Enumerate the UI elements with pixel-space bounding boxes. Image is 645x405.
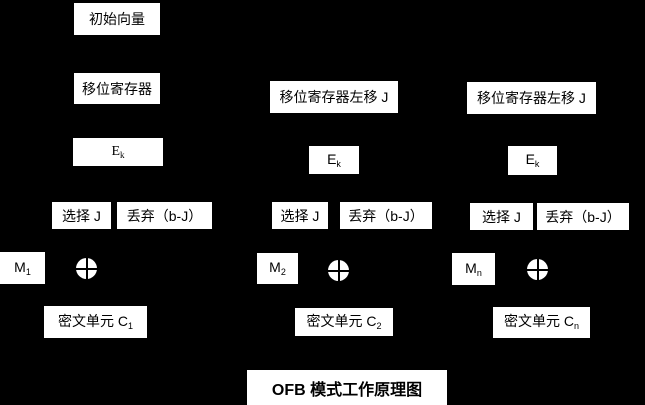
- message-label-1: M1: [14, 258, 31, 277]
- encrypt-box-n: Ek: [508, 146, 557, 175]
- select-j-label-2: 选择 J: [280, 207, 320, 224]
- discard-box-n: 丢弃（b-J）: [537, 203, 629, 230]
- cipher-unit-box-n: 密文单元 Cn: [493, 307, 590, 338]
- xor-icon-1: [76, 258, 97, 279]
- select-j-label-n: 选择 J: [482, 208, 521, 225]
- discard-label-n: 丢弃（b-J）: [545, 208, 621, 225]
- initial-vector-box: 初始向量: [74, 3, 160, 35]
- select-j-box-n: 选择 J: [470, 203, 533, 230]
- select-j-box-1: 选择 J: [52, 202, 111, 229]
- diagram-title-box: OFB 模式工作原理图: [247, 370, 447, 405]
- message-label-2: M2: [269, 259, 286, 277]
- shift-register-box-1: 移位寄存器: [74, 73, 160, 104]
- message-box-1: M1: [0, 252, 45, 284]
- cipher-unit-box-1: 密文单元 C1: [44, 306, 147, 338]
- select-j-box-2: 选择 J: [272, 202, 328, 229]
- discard-label-1: 丢弃（b-J）: [126, 207, 203, 224]
- discard-box-1: 丢弃（b-J）: [117, 202, 212, 229]
- cipher-unit-label-n: 密文单元 Cn: [503, 313, 579, 331]
- shift-register-box-n: 移位寄存器左移 J: [467, 82, 596, 114]
- encrypt-label-1: Ek: [111, 143, 125, 160]
- message-label-n: Mn: [465, 259, 482, 278]
- shift-register-label-n: 移位寄存器左移 J: [477, 90, 586, 106]
- select-j-label-1: 选择 J: [62, 207, 101, 224]
- shift-register-label-1: 移位寄存器: [82, 80, 152, 97]
- message-box-n: Mn: [452, 253, 495, 285]
- message-box-2: M2: [257, 253, 298, 284]
- cipher-unit-label-1: 密文单元 C1: [57, 312, 133, 331]
- xor-icon-n: [527, 259, 548, 280]
- diagram-title: OFB 模式工作原理图: [271, 381, 423, 399]
- discard-label-2: 丢弃（b-J）: [348, 207, 424, 224]
- cipher-unit-box-2: 密文单元 C2: [295, 308, 393, 336]
- initial-vector-label: 初始向量: [89, 11, 145, 27]
- encrypt-label-2: Ek: [327, 150, 341, 169]
- xor-icon-2: [328, 260, 349, 281]
- encrypt-box-2: Ek: [309, 146, 359, 174]
- shift-register-box-2: 移位寄存器左移 J: [270, 81, 398, 113]
- shift-register-label-2: 移位寄存器左移 J: [279, 89, 389, 105]
- cipher-unit-label-2: 密文单元 C2: [306, 312, 382, 331]
- encrypt-label-n: Ek: [525, 151, 540, 169]
- discard-box-2: 丢弃（b-J）: [340, 202, 432, 229]
- encrypt-box-1: Ek: [73, 138, 163, 166]
